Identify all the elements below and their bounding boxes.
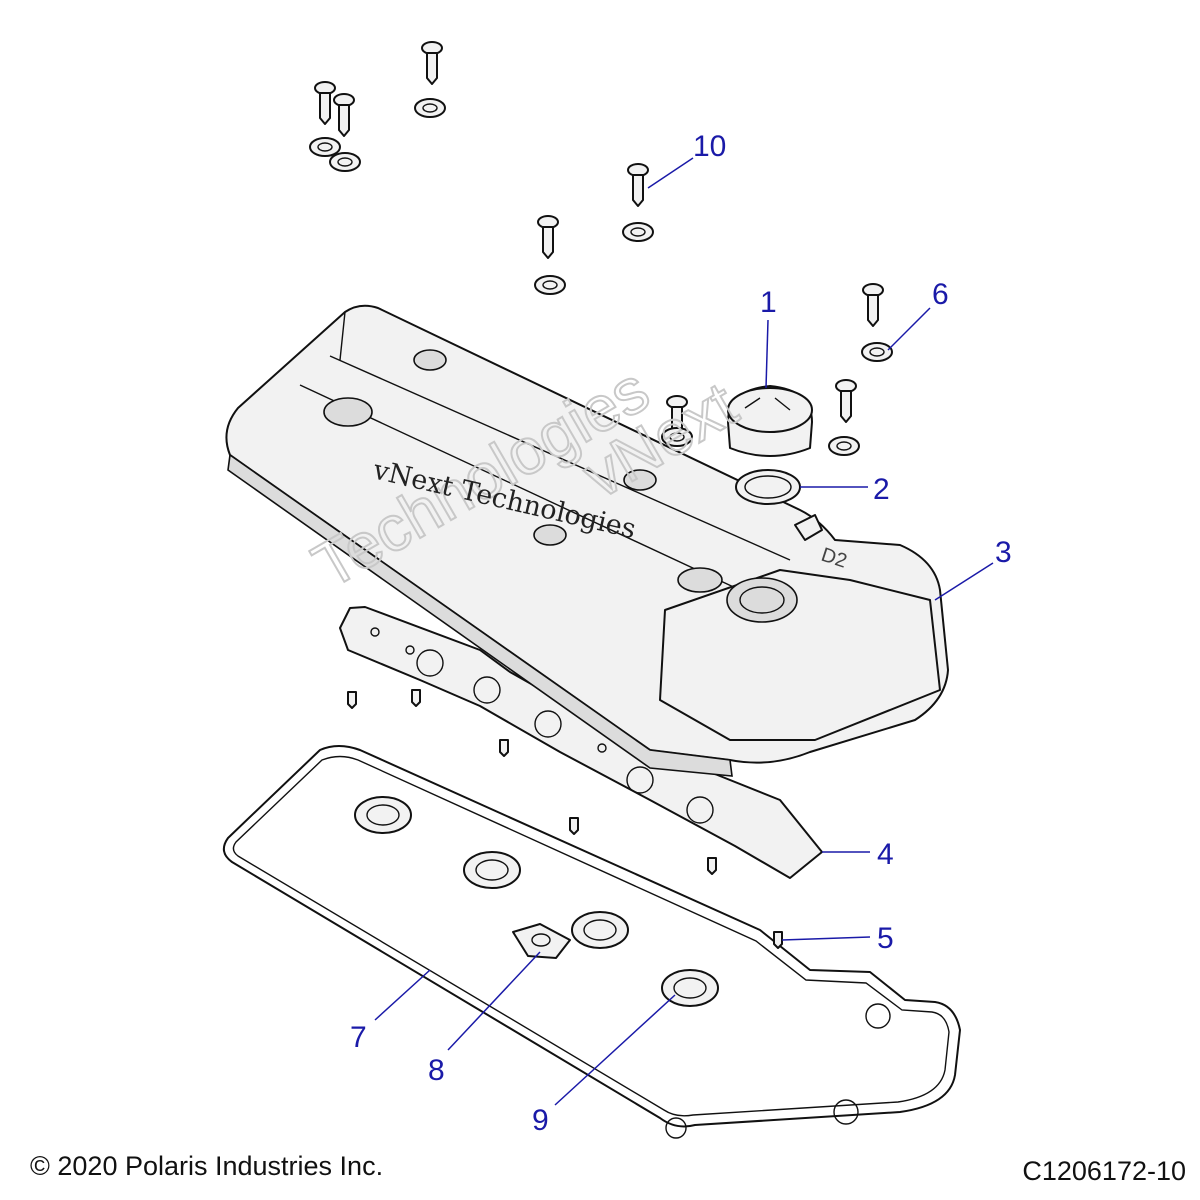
spark-plug-seal-group: [354, 796, 719, 1007]
callout-4: 4: [877, 838, 894, 871]
callout-10: 10: [693, 130, 726, 163]
oil-cap-o-ring: [735, 469, 801, 505]
bolt-and-washer-group: [309, 41, 893, 456]
valve-cover-gasket: [222, 745, 961, 1139]
stud-group: [347, 689, 783, 949]
callout-9: 9: [532, 1104, 549, 1137]
oil-fill-cap: [727, 385, 813, 457]
leader-lines: [374, 157, 994, 1106]
copyright-text: © 2020 Polaris Industries Inc.: [30, 1151, 383, 1181]
callout-2: 2: [873, 473, 890, 506]
callout-3: 3: [995, 536, 1012, 569]
callout-labels: 1 2 3 4 5 6 7 8 9 10: [350, 130, 1012, 1137]
callout-1: 1: [760, 286, 777, 319]
callout-6: 6: [932, 278, 949, 311]
callout-5: 5: [877, 922, 894, 955]
diagram-id: C1206172-10: [1022, 1156, 1186, 1186]
callout-7: 7: [350, 1021, 367, 1054]
valve-cover: D2: [225, 304, 949, 777]
inner-gasket-plate: [339, 606, 823, 879]
callout-8: 8: [428, 1054, 445, 1087]
